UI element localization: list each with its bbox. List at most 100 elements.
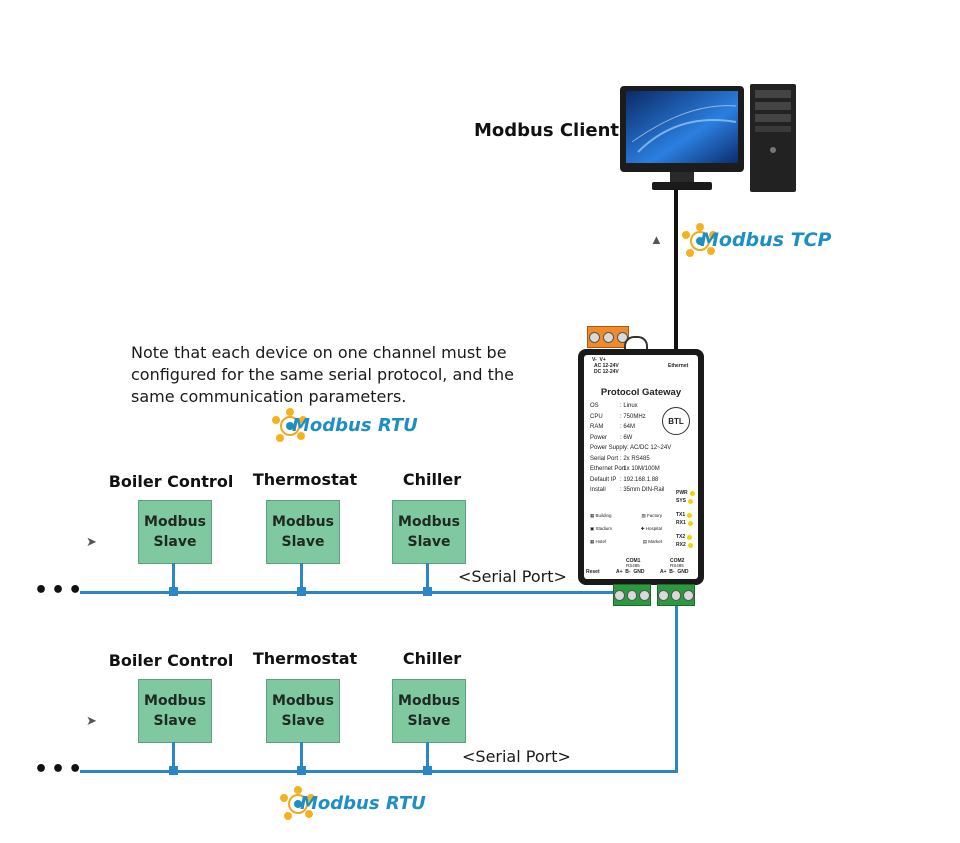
slave-line-2: Slave: [407, 713, 451, 729]
com1-pins: A+ B- GND: [616, 569, 645, 575]
modbus-molecule-icon: [682, 223, 717, 257]
client-label: Modbus Client: [474, 120, 620, 141]
btl-badge-text: BTL: [668, 416, 684, 426]
device-label-chiller: Chiller: [402, 649, 462, 668]
modbus-slave-boiler-control[interactable]: Modbus Slave: [138, 679, 212, 743]
led-pwr-icon: [689, 490, 695, 496]
bus-ellipsis: •••: [34, 578, 86, 603]
modbus-tcp-label: Modbus TCP: [700, 229, 832, 251]
spec-row: Install: 35mm DIN-Rail: [590, 487, 665, 493]
gateway-faceplate: V- V+ AC 12-24V DC 12-24V Ethernet Proto…: [584, 355, 698, 579]
spec-row: Power Supply: AC/DC 12~24V: [590, 445, 672, 451]
led-panel: PWR SYS TX1 RX1 TX2 RX2: [676, 489, 698, 549]
led-label: PWR: [676, 490, 688, 496]
device-label-boiler-control: Boiler Control: [108, 651, 234, 670]
tcp-link-line: [674, 190, 678, 354]
tcp-direction-arrow: ▲: [650, 232, 663, 247]
led-label: SYS: [676, 498, 687, 504]
com2-pins: A+ B- GND: [660, 569, 689, 575]
protocol-gateway[interactable]: V- V+ AC 12-24V DC 12-24V Ethernet Proto…: [578, 349, 704, 585]
ethernet-label: Ethernet: [668, 363, 689, 369]
spec-row: Serial Port: 2x RS485: [590, 455, 650, 462]
com1-terminal[interactable]: [613, 584, 651, 606]
serial-bus-2: [80, 770, 678, 773]
modbus-rtu-label-top: Modbus RTU: [292, 415, 418, 436]
power-pins-label: V- V+: [592, 357, 606, 363]
device-label-boiler-control: Boiler Control: [108, 472, 234, 491]
power-ac-label: AC 12-24V: [594, 363, 619, 369]
drop-line: [172, 742, 175, 770]
gateway-title: Protocol Gateway: [600, 387, 682, 398]
drop-line: [300, 742, 303, 770]
spec-row: Power: 6W: [590, 434, 633, 441]
screw-icon: [614, 589, 625, 601]
serial-bus-2-riser: [675, 604, 678, 773]
drop-line: [426, 563, 429, 591]
note-line-3: same communication parameters.: [131, 387, 407, 406]
serial-port-label-1: <Serial Port>: [458, 567, 567, 586]
spec-row: Ethernet Port: 1x 10M/100M: [590, 466, 660, 472]
led-rx1-icon: [687, 520, 693, 526]
spec-row: RAM: 64M: [590, 424, 636, 430]
spec-row: OS: Linux: [590, 403, 638, 409]
app-hospital: ✚ Hospital: [640, 526, 662, 531]
led-rx2-icon: [687, 542, 693, 548]
serial-port-label-2: <Serial Port>: [462, 747, 571, 766]
led-label: TX1: [676, 512, 686, 518]
app-hotel: ▦ Hotel: [590, 539, 607, 544]
spec-row: Default IP: 192.168.1.88: [590, 476, 659, 483]
led-label: RX2: [676, 542, 686, 548]
led-tx2-icon: [687, 534, 693, 540]
modbus-rtu-label-bottom: Modbus RTU: [300, 793, 426, 814]
modbus-slave-boiler-control[interactable]: Modbus Slave: [138, 500, 212, 564]
led-label: TX2: [676, 534, 686, 540]
spec-row: CPU: 750MHz: [590, 413, 646, 420]
modbus-molecule-icon: [272, 408, 307, 442]
reset-label[interactable]: Reset: [586, 569, 600, 575]
com1-type: RS485: [626, 563, 640, 568]
channel-arrow-icon: ➤: [86, 713, 97, 728]
app-building: ▦ Building: [590, 513, 612, 518]
modbus-slave-chiller[interactable]: Modbus Slave: [392, 679, 466, 743]
screw-icon: [588, 331, 600, 343]
led-label: RX1: [676, 520, 686, 526]
computer-icon: [620, 84, 796, 192]
power-dc-label: DC 12-24V: [594, 369, 619, 375]
com2-label: COM2: [670, 558, 685, 564]
slave-line-1: Modbus: [398, 514, 460, 530]
application-icons: ▦ Building ▧ Factory ▣ Stadium ✚ Hospita…: [590, 509, 662, 548]
note-text: Note that each device on one channel mus…: [131, 342, 514, 408]
bus-ellipsis: •••: [34, 757, 86, 782]
com2-type: RS485: [670, 563, 684, 568]
drop-line: [426, 742, 429, 770]
screw-icon: [602, 331, 614, 343]
slave-line-2: Slave: [153, 534, 197, 550]
app-market: ▤ Market: [642, 539, 662, 544]
modbus-slave-chiller[interactable]: Modbus Slave: [392, 500, 466, 564]
led-sys-icon: [688, 498, 694, 504]
screw-icon: [626, 589, 638, 601]
com2-terminal[interactable]: [657, 584, 695, 606]
device-label-thermostat: Thermostat: [252, 470, 358, 489]
channel-arrow-icon: ➤: [86, 534, 97, 549]
power-terminal: [587, 326, 629, 348]
modbus-molecule-icon: [280, 786, 315, 820]
btl-badge: BTL: [662, 407, 690, 435]
modbus-slave-thermostat[interactable]: Modbus Slave: [266, 500, 340, 564]
slave-line-1: Modbus: [272, 693, 334, 709]
slave-line-2: Slave: [153, 713, 197, 729]
led-tx1-icon: [687, 512, 693, 518]
modbus-slave-thermostat[interactable]: Modbus Slave: [266, 679, 340, 743]
note-line-2: configured for the same serial protocol,…: [131, 365, 514, 384]
spec-list: OS: Linux CPU: 750MHz RAM: 64M Power: 6W…: [590, 401, 671, 496]
screw-icon: [658, 589, 669, 601]
app-factory: ▧ Factory: [641, 513, 662, 518]
slave-line-1: Modbus: [398, 693, 460, 709]
screw-icon: [670, 589, 682, 601]
screw-icon: [683, 589, 695, 601]
device-label-thermostat: Thermostat: [252, 649, 358, 668]
com1-label: COM1: [626, 558, 641, 564]
screw-icon: [639, 589, 651, 601]
slave-line-2: Slave: [407, 534, 451, 550]
note-line-1: Note that each device on one channel mus…: [131, 343, 507, 362]
